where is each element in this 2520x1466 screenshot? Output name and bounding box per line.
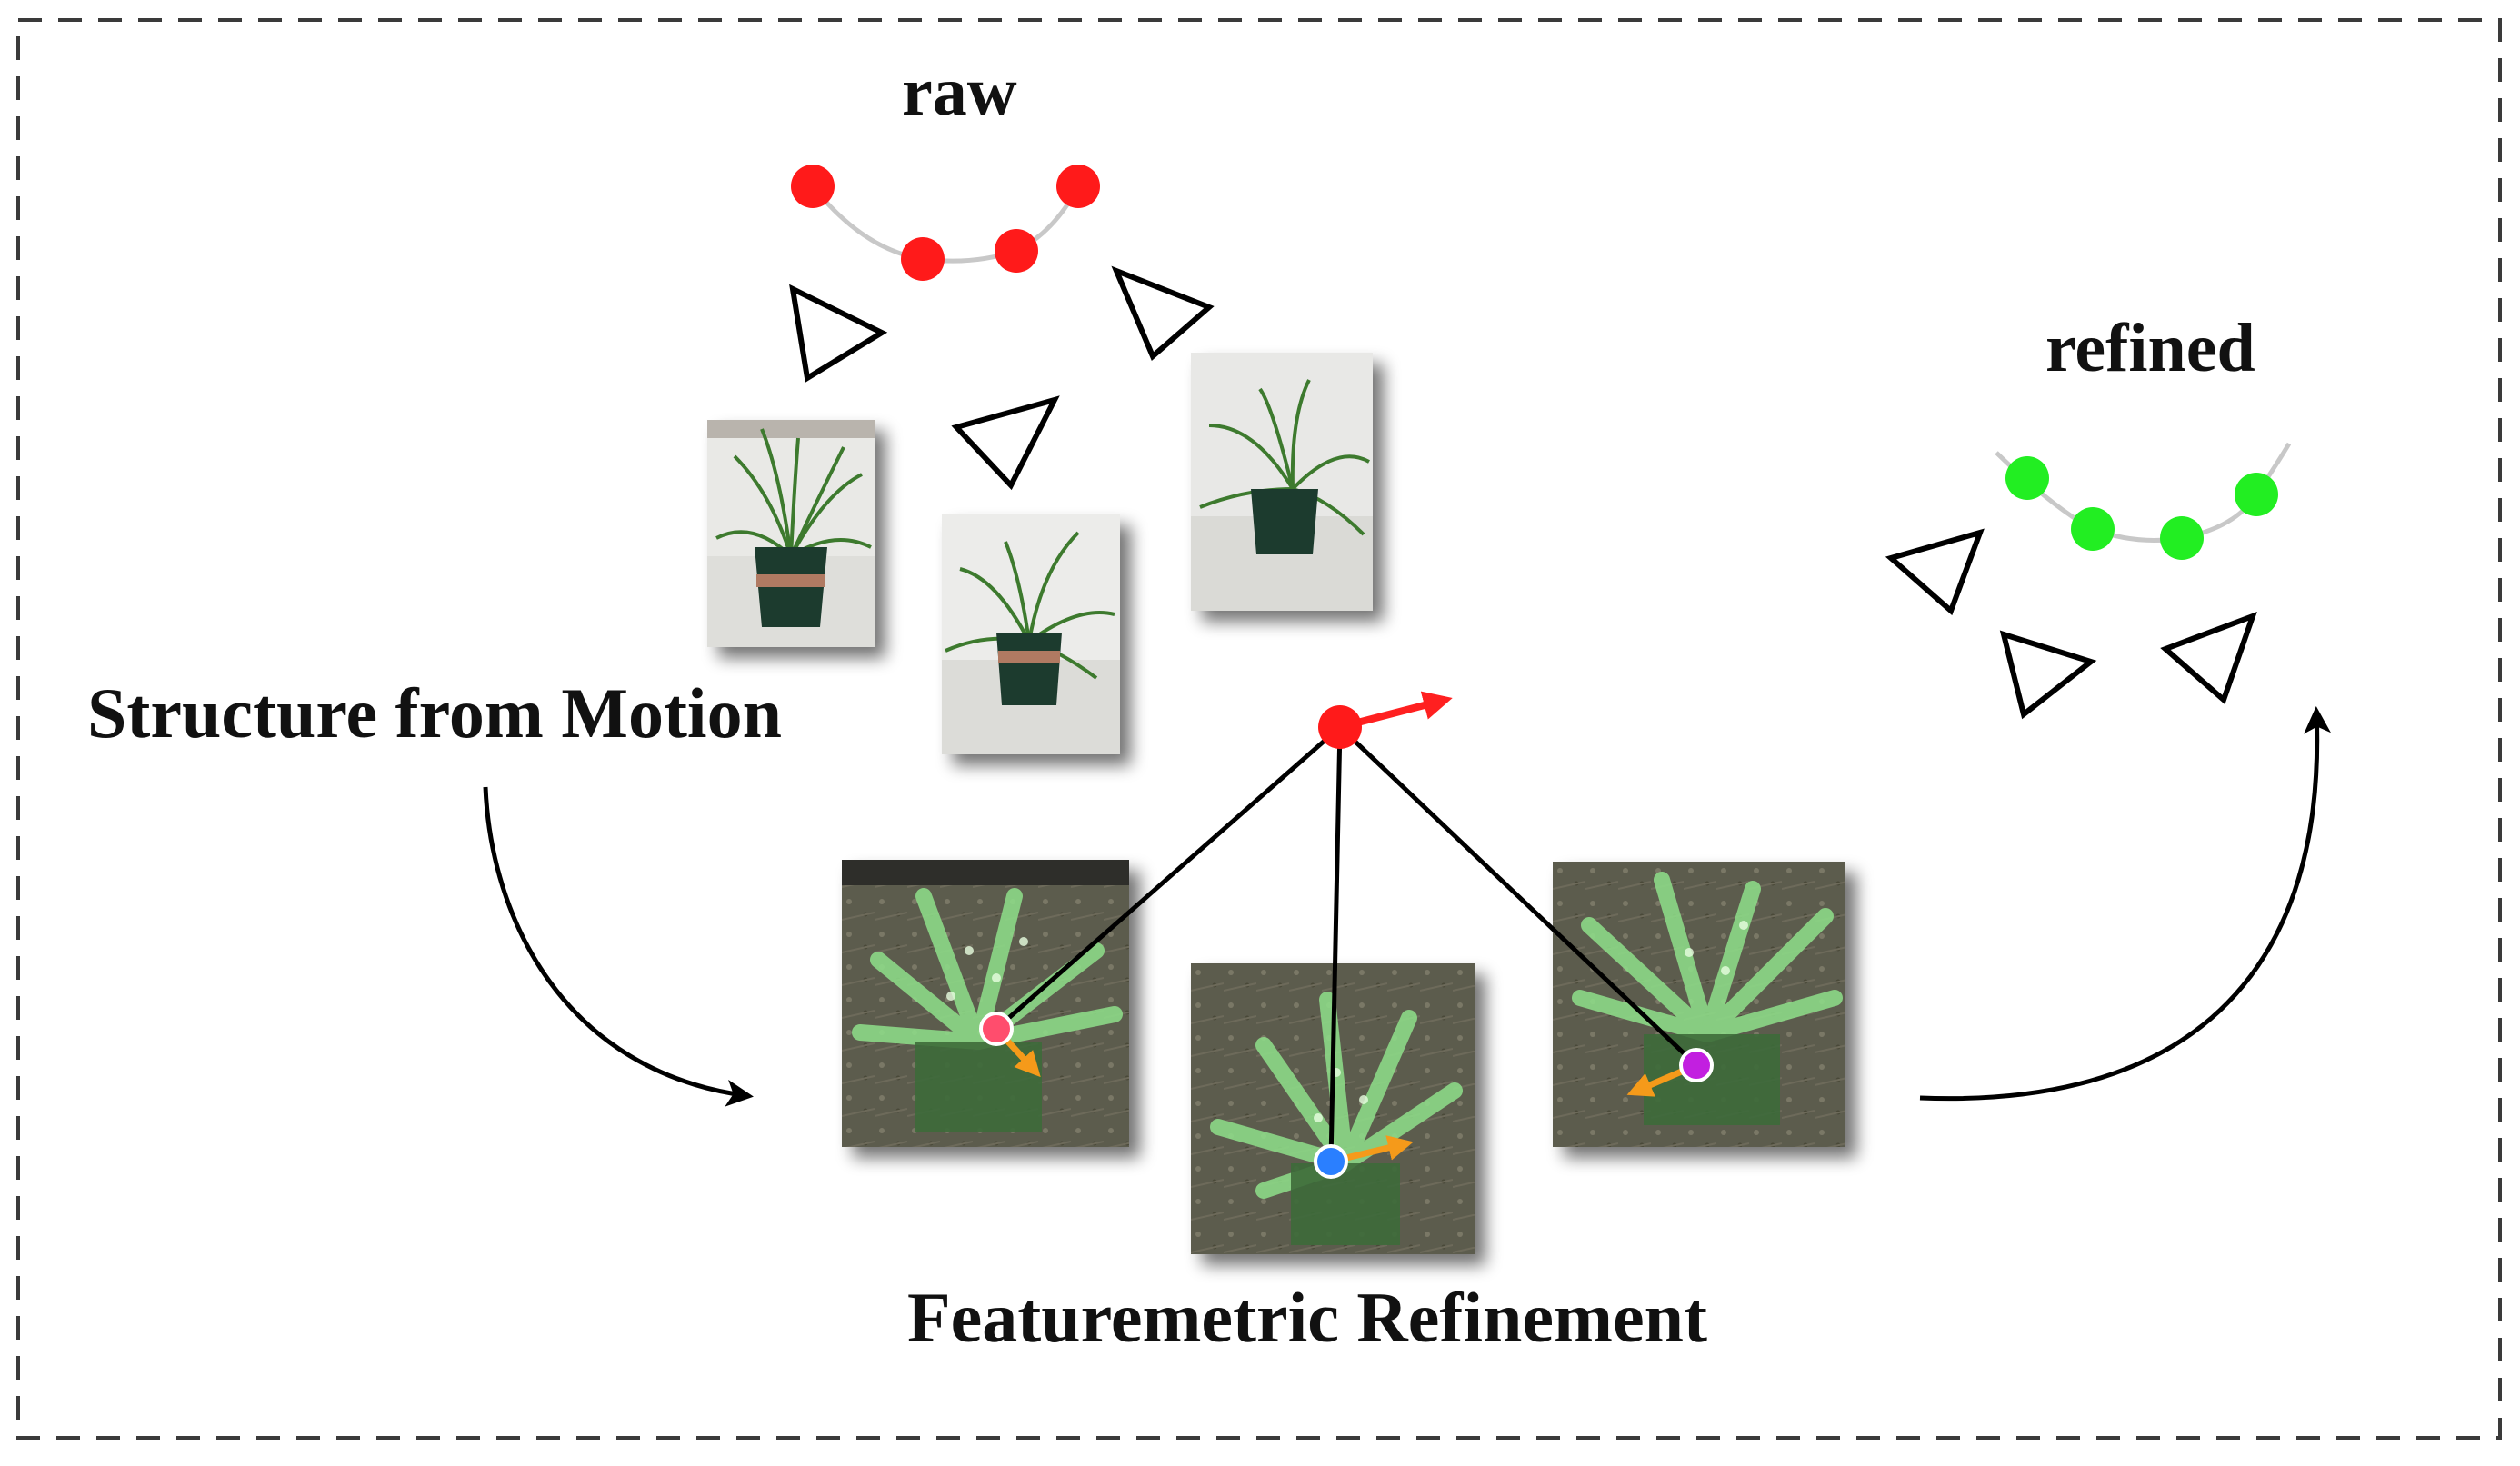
keypoint-middle — [1314, 1144, 1348, 1179]
refined-point — [2005, 456, 2049, 500]
camera-triangle-icon — [1885, 528, 1985, 616]
raw-connector — [811, 184, 1081, 264]
camera-cluster-raw — [789, 265, 1215, 491]
plant-photo — [1191, 353, 1373, 611]
plant-photo — [942, 514, 1120, 754]
scene-point — [1318, 705, 1362, 749]
flow-arrow-sfm-to-refinement — [483, 786, 754, 1107]
projection-rays — [995, 725, 1698, 1162]
feature-map — [1553, 862, 1845, 1147]
raw-point — [1056, 165, 1100, 208]
keypoint-left — [979, 1012, 1014, 1046]
flow-arrow-refinement-to-refined — [1919, 706, 2332, 1102]
refined-label: refined — [2045, 310, 2255, 386]
feature-map — [842, 860, 1129, 1147]
raw-point — [791, 165, 835, 208]
featuremetric-refinement-label: Featuremetric Refinement — [907, 1278, 1707, 1357]
refined-point — [2235, 473, 2278, 516]
camera-triangle-icon — [1999, 630, 2097, 720]
raw-point — [995, 229, 1038, 273]
camera-triangle-icon — [2160, 611, 2257, 705]
refined-point-track — [1995, 442, 2292, 560]
dashed-frame — [16, 18, 2502, 1440]
refined-point — [2160, 516, 2204, 560]
raw-label: raw — [902, 54, 1017, 130]
refined-point — [2071, 507, 2115, 551]
plant-photo — [707, 420, 875, 647]
structure-from-motion-label: Structure from Motion — [87, 673, 782, 753]
camera-triangle-icon — [789, 284, 888, 383]
camera-triangle-icon — [1111, 265, 1215, 361]
camera-cluster-refined — [1885, 528, 2257, 720]
camera-triangle-icon — [951, 395, 1060, 491]
keypoint-right — [1679, 1048, 1714, 1082]
raw-point — [901, 237, 945, 281]
raw-point-track — [791, 165, 1100, 281]
